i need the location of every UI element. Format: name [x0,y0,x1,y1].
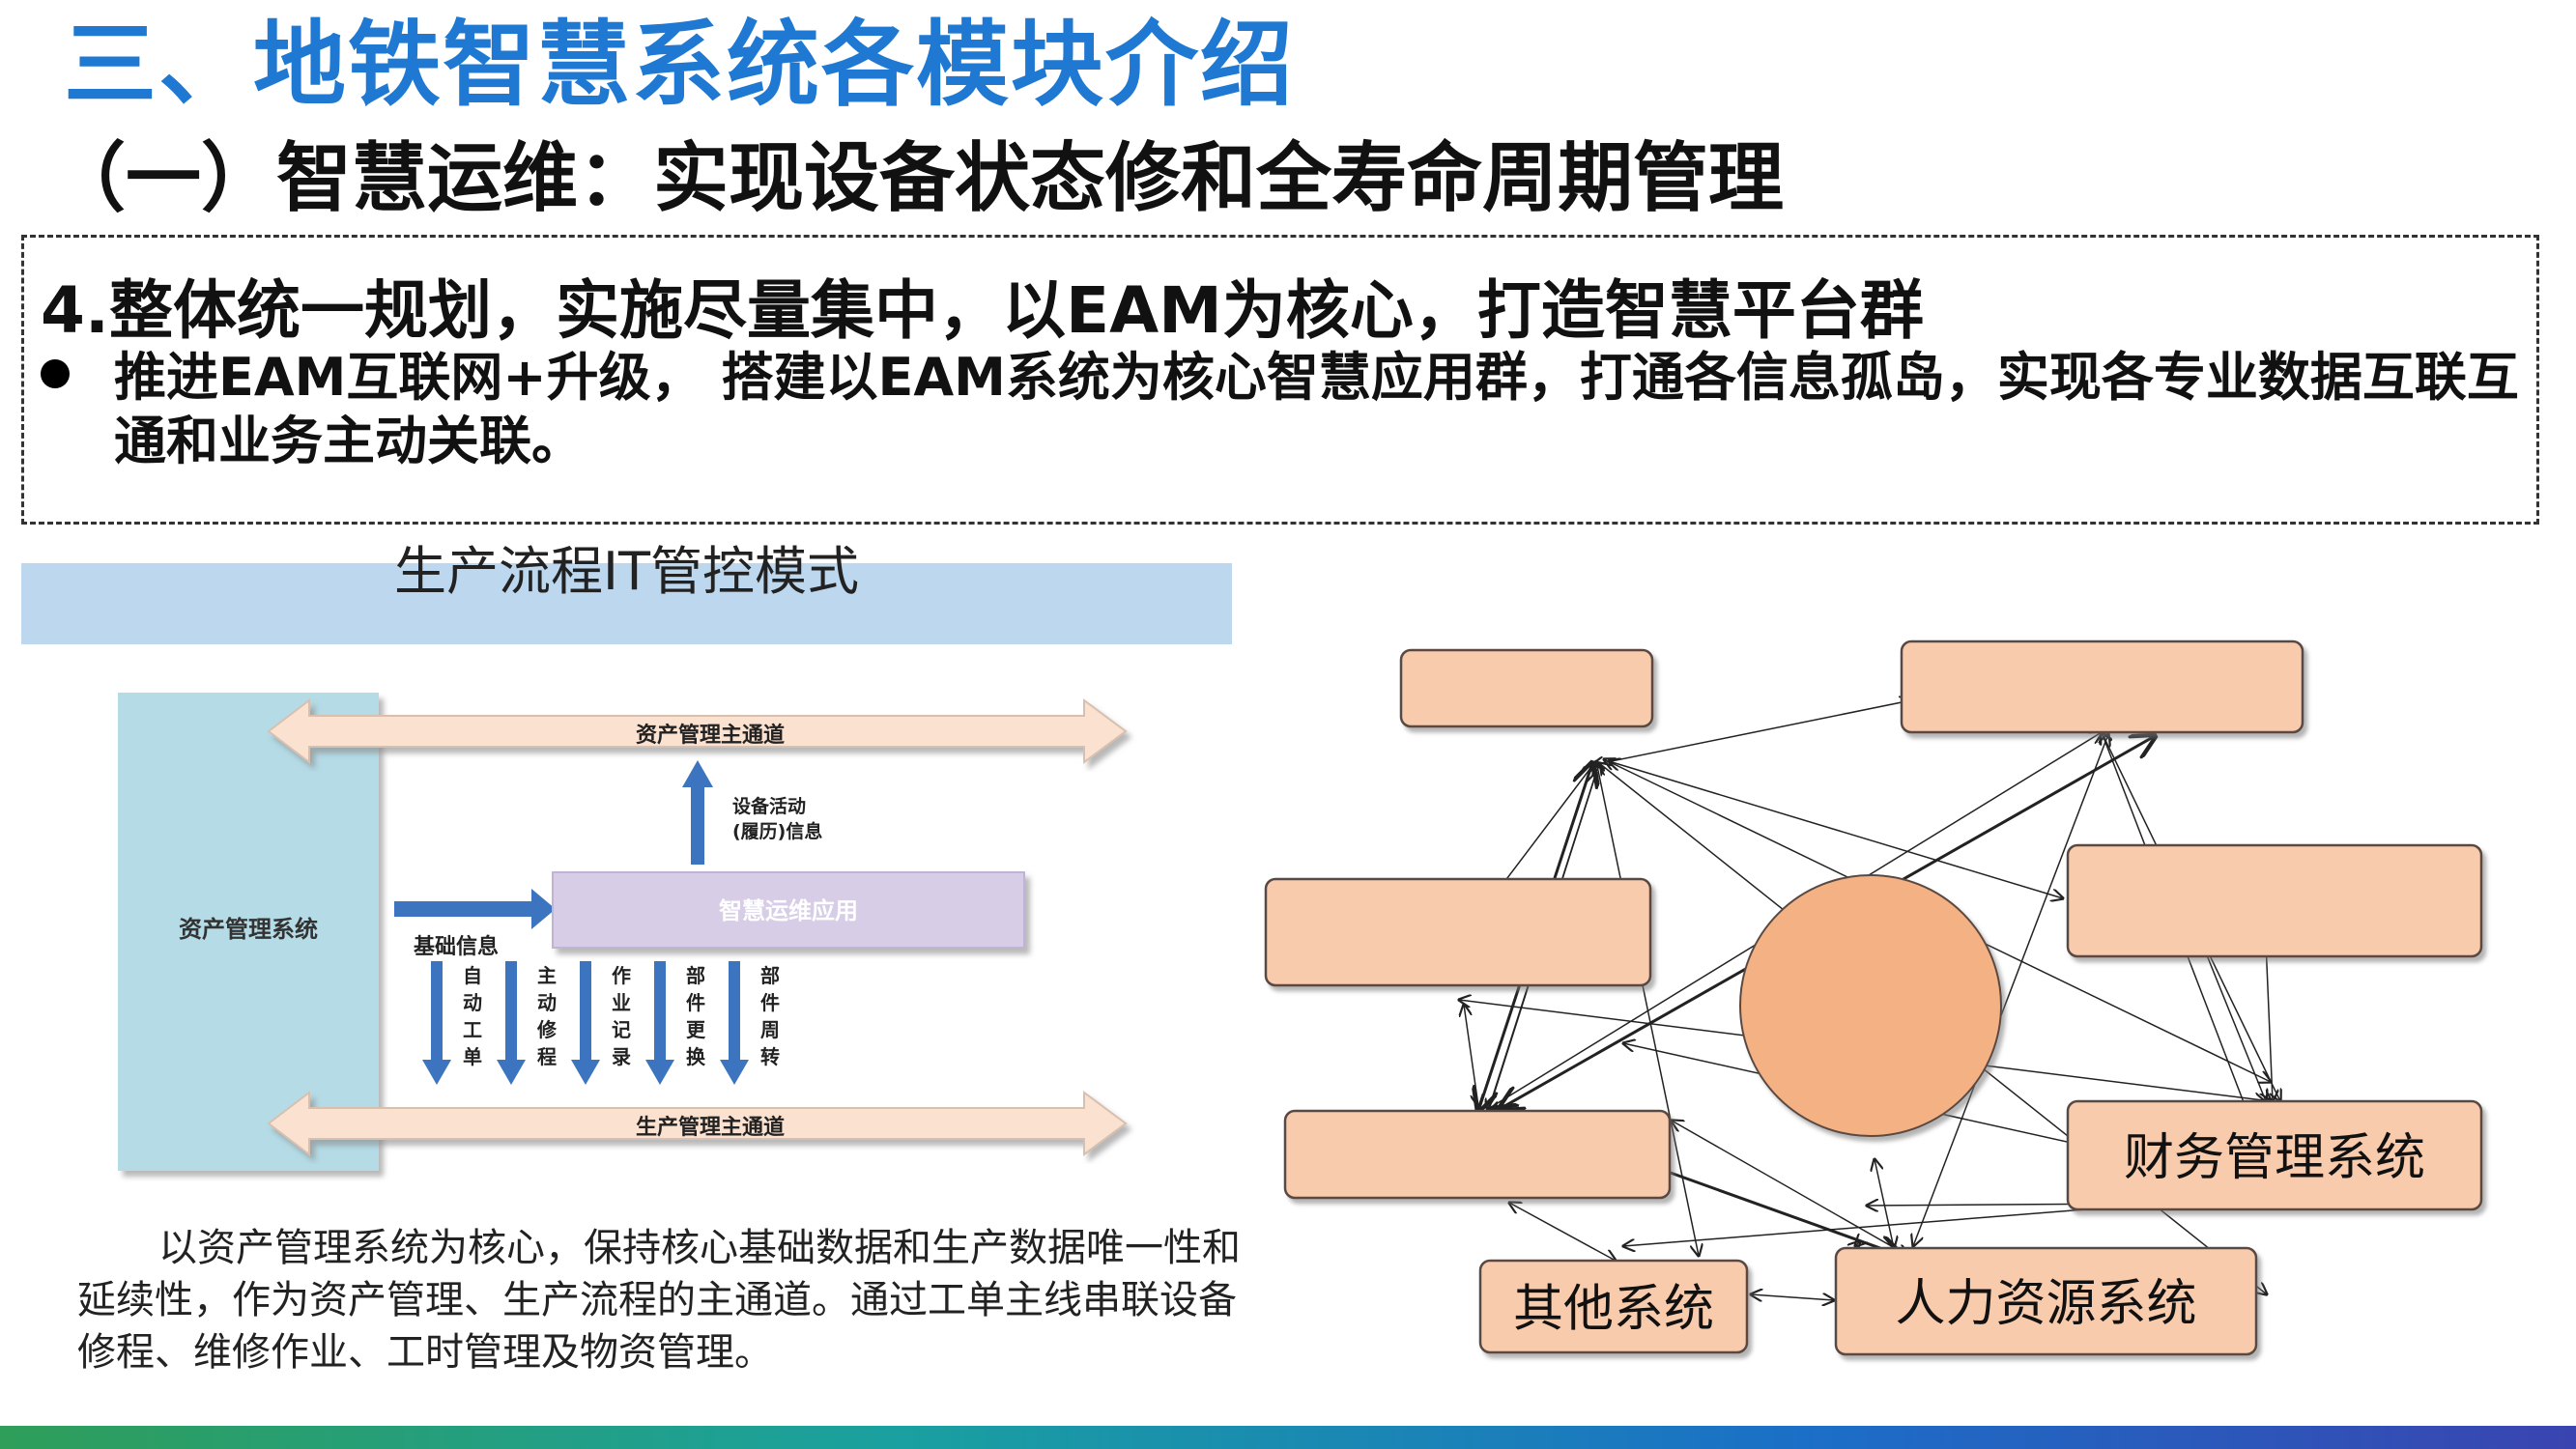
asset-channel-label: 资产管理主通道 [636,723,785,748]
system-node [1283,1109,1672,1200]
connection-line [1509,1203,1616,1261]
system-node-label: 财务管理系统 [2124,1129,2425,1187]
sub-arrow-char: 件 [686,991,705,1014]
sub-arrow-char: 工 [463,1018,482,1041]
smart-ops-app-label: 智慧运维应用 [719,897,858,924]
sub-arrow-char: 录 [612,1045,631,1068]
connection-line [2266,942,2273,1101]
sub-arrow-char: 修 [536,1018,558,1041]
flow-title-band [21,563,1232,644]
base-info-arrow [394,889,556,929]
activity-info-arrow [682,760,713,865]
sub-arrow-char: 动 [537,991,557,1014]
connection-line [1609,761,2063,898]
sub-arrow [720,961,749,1085]
sub-arrow-char: 动 [463,991,482,1014]
system-node [1478,1259,1749,1354]
sub-arrow-char: 程 [537,1045,557,1068]
sub-arrow-char: 部 [760,964,780,987]
slide-title: 三、地铁智慧系统各模块介绍 [64,11,1295,119]
slide-subtitle: （一）智慧运维：实现设备状态修和全寿命周期管理 [50,135,1785,222]
sub-arrow-char: 单 [463,1045,482,1068]
sub-arrow-char: 自 [463,964,482,987]
system-node-label: 人力资源系统 [1895,1275,2196,1333]
connection-line [1875,1159,1894,1248]
sub-arrow-char: 主 [537,964,557,987]
activity-info-label-2: (履历)信息 [732,820,822,842]
sub-arrow-char: 业 [612,991,631,1014]
bullet-dot-icon [41,359,70,388]
system-node [1900,639,2304,734]
sub-arrow [497,961,526,1085]
sub-arrow-char: 记 [612,1018,631,1041]
asset-system-label: 资产管理系统 [179,916,318,943]
sub-arrow-char: 周 [760,1018,780,1041]
summary-bullet: 推进EAM互联网+升级， 搭建以EAM系统为核心智慧应用群，打通各信息孤岛，实现… [114,347,2519,471]
connection-line [1464,1005,1478,1106]
flow-description: 以资产管理系统为核心，保持核心基础数据和生产数据唯一性和延续性，作为资产管理、生… [77,1222,1256,1378]
asset-system-panel [118,693,379,1171]
system-node [2066,1099,2483,1211]
sub-arrow [645,961,674,1085]
it-control-flow-diagram: 资产管理系统 资产管理主通道 生产管理主通道 基础信息 智慧运维应用 设备活动 … [118,693,1128,1171]
activity-info-label-1: 设备活动 [732,795,806,817]
center-node [1739,874,2002,1137]
sub-arrow-char: 转 [760,1045,780,1068]
connection-line [1672,1121,1908,1256]
flow-description-text: 以资产管理系统为核心，保持核心基础数据和生产数据唯一性和延续性，作为资产管理、生… [77,1226,1241,1375]
footer-gradient-bar [0,1426,2576,1449]
asset-channel-arrow [267,697,1128,765]
production-channel-label: 生产管理主通道 [636,1115,785,1140]
base-info-label: 基础信息 [414,934,499,959]
sub-arrow [571,961,600,1085]
sub-arrow-char: 换 [686,1045,706,1068]
flow-title: 生产流程IT管控模式 [394,541,859,602]
summary-box [21,235,2539,525]
sub-arrow-char: 部 [686,964,705,987]
system-node [1264,877,1652,987]
sub-arrow [422,961,451,1085]
sub-arrow-char: 作 [612,964,631,987]
connection-line [1751,1294,1834,1300]
system-node-label: 其他系统 [1513,1281,1714,1339]
system-node [1834,1246,2258,1356]
sub-arrow-char: 件 [760,991,780,1014]
system-node [1399,648,1654,728]
summary-heading: 4.整体统一规划，实施尽量集中，以EAM为核心，打造智慧平台群 [41,273,1924,348]
sub-arrow-char: 更 [686,1018,706,1041]
system-node [2066,843,2483,958]
production-channel-arrow [267,1090,1128,1157]
connection-line [1855,1241,1860,1246]
smart-ops-app-box [552,871,1025,949]
